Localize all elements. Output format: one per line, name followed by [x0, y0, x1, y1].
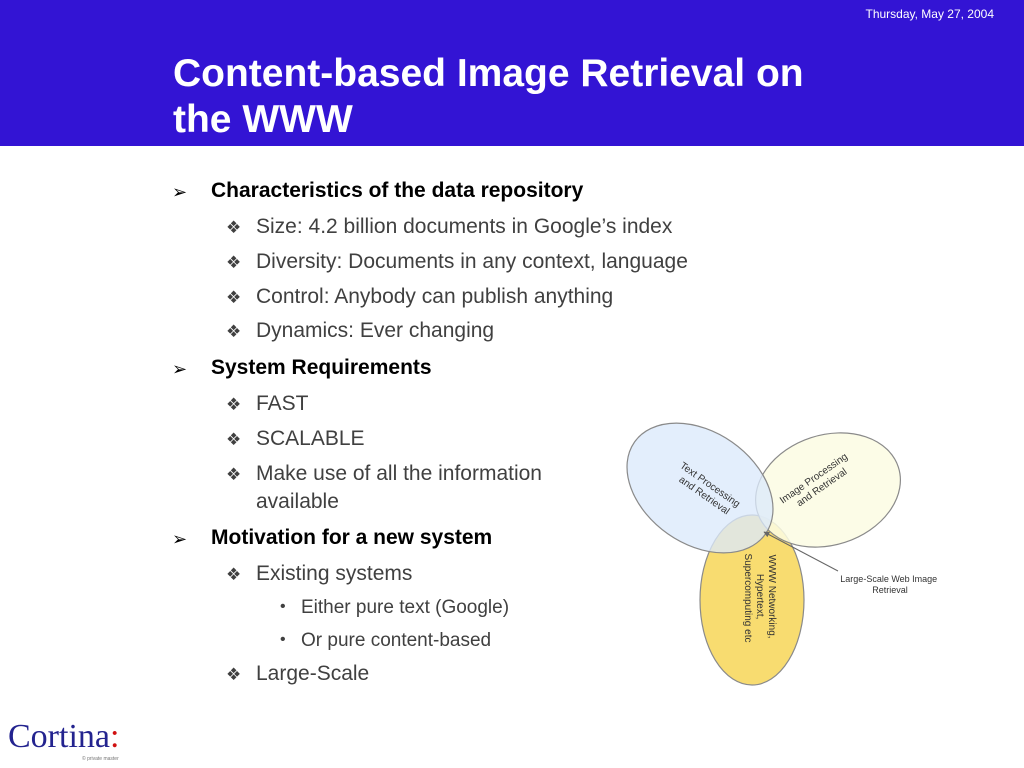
diamond-bullet-icon: ❖	[226, 395, 242, 414]
sub-bullet-dynamics: Dynamics: Ever changing	[256, 319, 495, 342]
sub-bullet-information-line-1: Make use of all the information	[256, 462, 542, 485]
arrow-bullet-icon: ➢	[172, 359, 188, 379]
sub-bullet-fast: FAST	[256, 392, 309, 415]
diamond-bullet-icon: ❖	[226, 218, 242, 237]
www-networking-label: WWW Networking, Hypertext, Supercomputin…	[742, 554, 777, 643]
sub-bullet-scalable: SCALABLE	[256, 427, 365, 450]
sub-bullet-size: Size: 4.2 billion documents in Google’s …	[256, 215, 673, 238]
cortina-logo: Cortina:	[8, 718, 119, 756]
sub-bullet-diversity: Diversity: Documents in any context, lan…	[256, 250, 688, 273]
www-networking-label-line-1: WWW Networking,	[766, 555, 777, 639]
bullet-system-requirements: System Requirements	[211, 356, 432, 379]
diamond-bullet-icon: ❖	[226, 430, 242, 449]
sub-bullet-control: Control: Anybody can publish anything	[256, 285, 614, 308]
callout-label-line-1: Large-Scale Web Image	[840, 574, 937, 584]
www-networking-label-line-3: Supercomputing etc	[742, 554, 753, 643]
slide-title-line-1: Content-based Image Retrieval on	[173, 52, 804, 95]
slide-date: Thursday, May 27, 2004	[865, 7, 994, 21]
copyright-text: © private master	[82, 756, 119, 762]
callout-arrow	[763, 531, 839, 572]
dot-bullet-icon: •	[280, 631, 286, 648]
title-bar: Thursday, May 27, 2004 Content-based Ima…	[0, 0, 1024, 146]
slide-title: Content-based Image Retrieval on the WWW	[173, 51, 973, 143]
diamond-bullet-icon: ❖	[226, 665, 242, 684]
arrow-bullet-icon: ➢	[172, 529, 188, 549]
sub-bullet-large-scale: Large-Scale	[256, 662, 370, 685]
logo-colon: :	[109, 718, 120, 755]
diamond-bullet-icon: ❖	[226, 322, 242, 341]
bullet-characteristics: Characteristics of the data repository	[211, 179, 584, 202]
callout-label: Large-Scale Web Image Retrieval	[840, 574, 939, 595]
diamond-bullet-icon: ❖	[226, 565, 242, 584]
diamond-bullet-icon: ❖	[226, 253, 242, 272]
logo-word: Cortina	[8, 718, 110, 755]
sub-bullet-existing-systems: Existing systems	[256, 562, 413, 585]
sub-sub-bullet-pure-text: Either pure text (Google)	[301, 597, 510, 618]
diamond-bullet-icon: ❖	[226, 465, 242, 484]
sub-bullet-information-line-2: available	[256, 490, 339, 513]
sub-sub-bullet-content-based: Or pure content-based	[301, 630, 492, 651]
diamond-bullet-icon: ❖	[226, 288, 242, 307]
dot-bullet-icon: •	[280, 598, 286, 615]
callout-label-line-2: Retrieval	[872, 585, 908, 595]
slide-title-line-2: the WWW	[173, 98, 353, 141]
www-networking-label-line-2: Hypertext,	[754, 574, 765, 620]
arrow-bullet-icon: ➢	[172, 182, 188, 202]
bullet-motivation: Motivation for a new system	[211, 526, 493, 549]
